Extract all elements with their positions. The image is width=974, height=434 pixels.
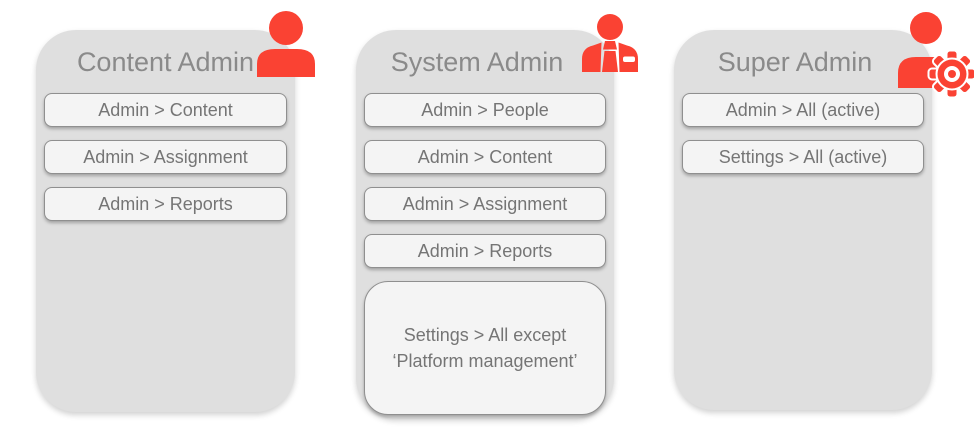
permission-list: Admin > All (active) Settings > All (act… bbox=[674, 79, 932, 174]
card-title: Content Admin bbox=[76, 47, 255, 77]
role-card-system-admin: System Admin Admin > People Admin > Cont… bbox=[356, 14, 638, 418]
permission-chip: Admin > Content bbox=[44, 93, 287, 127]
permission-chip: Settings > All (active) bbox=[682, 140, 924, 174]
card-title: Super Admin bbox=[717, 47, 873, 77]
settings-note-line2: ‘Platform management’ bbox=[392, 351, 578, 371]
permission-list: Admin > Content Admin > Assignment Admin… bbox=[36, 79, 295, 221]
settings-note-box: Settings > All except ‘Platform manageme… bbox=[364, 281, 606, 415]
permission-chip: Admin > Assignment bbox=[44, 140, 287, 174]
permission-list: Admin > People Admin > Content Admin > A… bbox=[356, 79, 614, 415]
permission-chip: Admin > People bbox=[364, 93, 606, 127]
permission-chip: Admin > Reports bbox=[364, 234, 606, 268]
permission-chip: Admin > Content bbox=[364, 140, 606, 174]
permission-chip: Admin > Assignment bbox=[364, 187, 606, 221]
role-card-content-admin: Content Admin Admin > Content Admin > As… bbox=[36, 11, 315, 412]
card-title: System Admin bbox=[390, 47, 564, 77]
permission-chip: Admin > Reports bbox=[44, 187, 287, 221]
permission-chip: Admin > All (active) bbox=[682, 93, 924, 127]
settings-note-line1: Settings > All except bbox=[403, 325, 567, 345]
role-card-super-admin: Super Admin Admin > All (active) Setting… bbox=[674, 12, 974, 410]
